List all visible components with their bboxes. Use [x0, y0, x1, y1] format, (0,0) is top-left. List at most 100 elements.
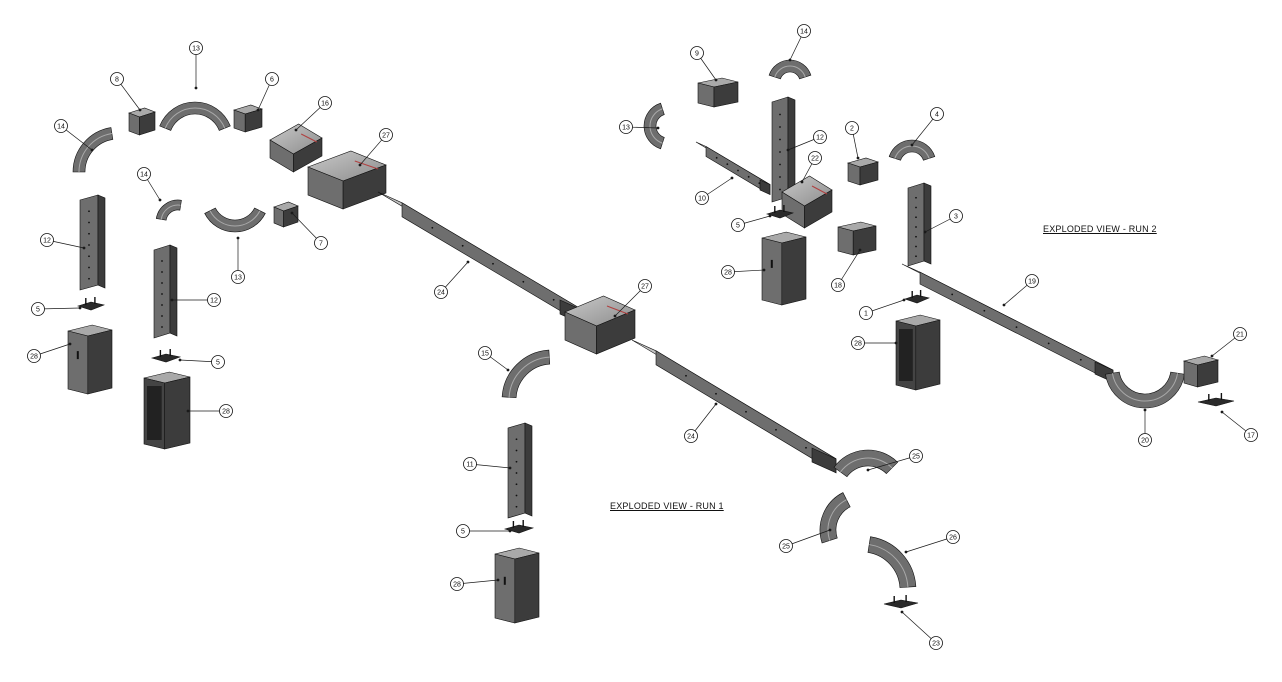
balloon-label: 21 — [1236, 332, 1244, 339]
balloon-label: 18 — [834, 283, 842, 290]
balloon-label: 5 — [36, 307, 40, 314]
elbow-15 — [501, 349, 551, 399]
item-balloon: 28 — [219, 404, 233, 418]
balloon-label: 20 — [1141, 438, 1149, 445]
riser-3 — [907, 182, 932, 267]
balloon-label: 12 — [210, 298, 218, 305]
leader-tip — [923, 230, 927, 234]
leader-line — [905, 536, 954, 553]
balloon-label: 23 — [932, 641, 940, 648]
balloon-label: 19 — [1028, 279, 1036, 286]
leader-tip — [904, 550, 908, 554]
riser-12-inner — [153, 244, 178, 339]
leader-tip — [900, 610, 904, 614]
balloon-label: 11 — [466, 462, 473, 469]
item-balloon: 25 — [779, 539, 793, 553]
balloon-label: 25 — [782, 544, 790, 551]
balloon-label: 12 — [43, 238, 51, 245]
tee-27-top — [307, 150, 387, 210]
item-balloon: 14 — [54, 119, 68, 133]
leader-tip — [1002, 303, 1006, 307]
balloon-label: 13 — [234, 275, 242, 282]
cabinet-28-run2-left — [761, 231, 807, 306]
bracket-5-inner — [150, 349, 182, 363]
item-balloon: 5 — [456, 524, 470, 538]
item-balloon: 28 — [851, 336, 865, 350]
view-title-run-2: EXPLODED VIEW - RUN 2 — [1043, 224, 1157, 234]
cabinet-28-run2 — [895, 314, 941, 391]
item-balloon: 20 — [1138, 433, 1152, 447]
item-balloon: 27 — [638, 279, 652, 293]
leader-tip — [786, 148, 790, 152]
item-balloon: 28 — [27, 349, 41, 363]
leader-tip — [1220, 410, 1224, 414]
balloon-label: 8 — [115, 77, 119, 84]
balloon-label: 5 — [736, 223, 740, 230]
balloon-label: 12 — [816, 135, 824, 142]
elbow-13-inner — [204, 207, 266, 233]
item-balloon: 5 — [31, 302, 45, 316]
item-balloon: 14 — [137, 167, 151, 181]
balloon-label: 28 — [222, 409, 230, 416]
item-balloon: 24 — [434, 285, 448, 299]
cabinet-28-bottom — [494, 547, 540, 624]
balloon-label: 24 — [437, 290, 445, 297]
leader-tip — [78, 306, 82, 310]
item-balloon: 9 — [690, 46, 704, 60]
leader-line — [614, 285, 646, 317]
balloon-label: 16 — [321, 101, 329, 108]
leader-tip — [158, 198, 162, 202]
item-balloon: 16 — [318, 96, 332, 110]
leader-tip — [613, 314, 617, 318]
leader-tip — [358, 163, 362, 167]
leader-tip — [828, 528, 832, 532]
item-balloon: 1 — [859, 306, 873, 320]
balloon-label: 5 — [461, 529, 465, 536]
leader-tip — [856, 156, 860, 160]
leader-tip — [138, 108, 142, 112]
leader-line — [867, 455, 917, 471]
elbow-4 — [888, 139, 936, 161]
duct-10 — [695, 141, 771, 196]
balloon-label: 13 — [192, 46, 200, 53]
item-balloon: 8 — [110, 72, 124, 86]
cabinet-28-left — [67, 324, 113, 395]
coupler-6 — [233, 104, 263, 133]
cabinet-28-inner — [143, 371, 191, 450]
item-balloon: 13 — [189, 41, 203, 55]
leader-tip — [194, 86, 198, 90]
balloon-label: 14 — [140, 172, 148, 179]
item-balloon: 7 — [314, 236, 328, 250]
balloon-label: 10 — [698, 196, 706, 203]
leader-line — [291, 212, 322, 244]
leader-tip — [730, 176, 734, 180]
leader-tip — [768, 214, 772, 218]
balloon-label: 4 — [935, 112, 939, 119]
item-balloon: 13 — [231, 270, 245, 284]
balloon-label: 24 — [687, 434, 695, 441]
duct-24-upper — [377, 191, 585, 326]
leader-tip — [910, 143, 914, 147]
item-balloon: 12 — [207, 293, 221, 307]
elbow-20 — [1105, 371, 1185, 409]
item-balloon: 14 — [797, 24, 811, 38]
leader-tip — [290, 211, 294, 215]
leader-tip — [1210, 354, 1214, 358]
item-balloon: 25 — [909, 449, 923, 463]
leader-tip — [294, 128, 298, 132]
leader-tip — [186, 409, 190, 413]
leader-tip — [894, 341, 898, 345]
balloon-label: 28 — [30, 354, 38, 361]
leader-tip — [506, 368, 510, 372]
bracket-17 — [1197, 393, 1235, 407]
leader-tip — [858, 248, 862, 252]
elbow-14-inner — [155, 199, 182, 221]
item-balloon: 12 — [813, 130, 827, 144]
item-balloon: 2 — [845, 121, 859, 135]
leader-tip — [170, 298, 174, 302]
balloon-label: 6 — [270, 77, 274, 84]
coupler-8 — [128, 107, 156, 136]
tee-22 — [781, 175, 833, 229]
balloon-label: 7 — [319, 241, 323, 248]
